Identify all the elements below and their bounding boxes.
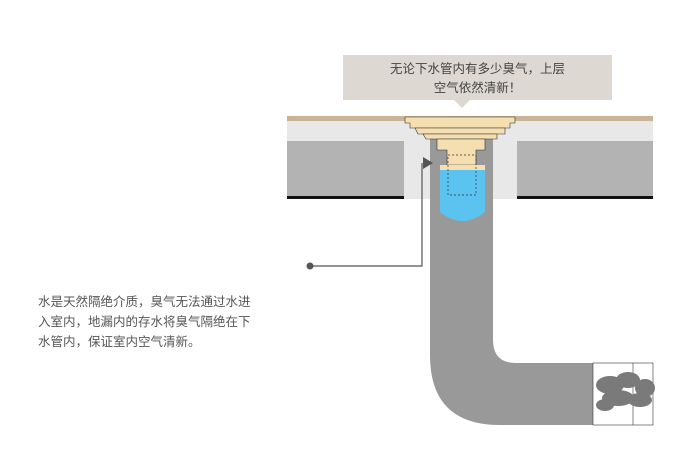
odor-cloud (596, 372, 655, 411)
description-line-3: 水管内，保证室内空气清新。 (38, 334, 201, 349)
callout-line-2: 空气依然清新！ (433, 80, 522, 95)
callout-line-1: 无论下水管内有多少臭气，上层 (389, 61, 565, 76)
leader-arrow-icon (423, 157, 433, 169)
floor-slab-right (517, 141, 653, 197)
water-seal (440, 170, 485, 221)
slab-bottom-left (287, 196, 404, 199)
leader-line (310, 163, 423, 267)
leader-dot (306, 262, 314, 270)
description-text: 水是天然隔绝介质，臭气无法通过水进 入室内，地漏内的存水将臭气隔绝在下 水管内，… (38, 292, 308, 352)
description-line-1: 水是天然隔绝介质，臭气无法通过水进 (38, 294, 251, 309)
callout-text: 无论下水管内有多少臭气，上层 空气依然清新！ (343, 55, 612, 100)
callout-bubble (343, 55, 612, 108)
description-line-2: 入室内，地漏内的存水将臭气隔绝在下 (38, 314, 251, 329)
slab-bottom-right (517, 196, 653, 199)
inner-cup-outline (447, 154, 477, 196)
water-level-line (440, 165, 485, 170)
floor-slab-left (287, 141, 404, 197)
